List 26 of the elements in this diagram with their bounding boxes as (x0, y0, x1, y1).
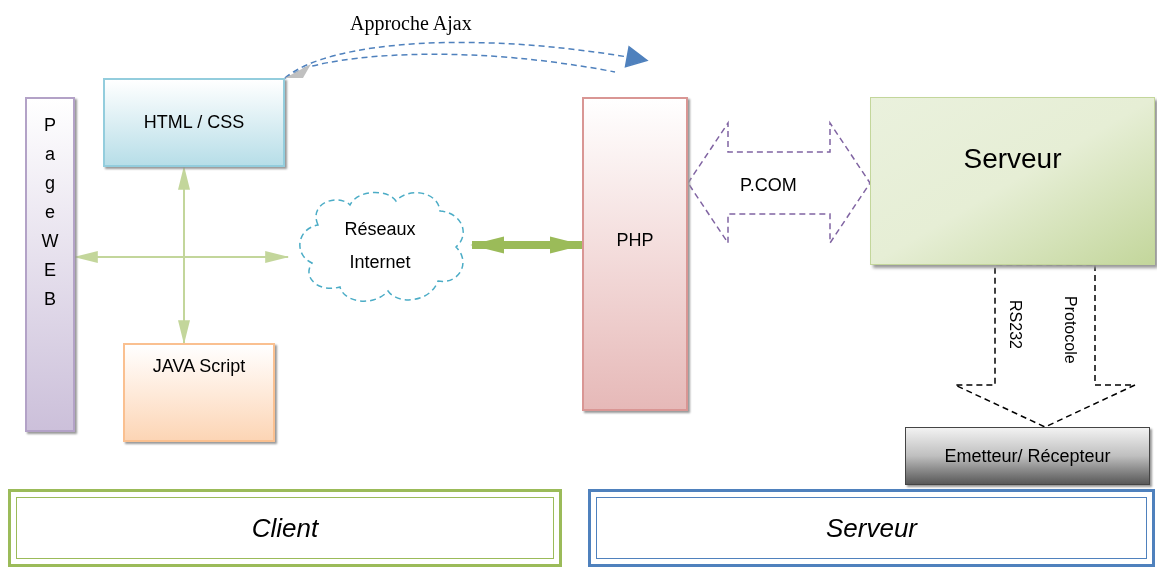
section-band (8, 489, 562, 567)
arrow (470, 236, 584, 254)
node-label: HTML / CSS (143, 111, 245, 134)
node-label: Client (251, 511, 319, 545)
arrow (178, 165, 190, 345)
edge-label: Approche Ajax (350, 11, 472, 37)
curved-arrow (284, 41, 648, 79)
node-label: Serveur (825, 511, 917, 545)
section-band (588, 489, 1155, 567)
node-label: Emetteur/ Récepteur (944, 444, 1111, 468)
node-label: Serveur (963, 142, 1062, 176)
node-label: Page WEB (41, 114, 59, 311)
server-box (870, 97, 1155, 265)
edge-label: RS232 (1006, 300, 1025, 349)
node-label: JAVA Script (152, 355, 246, 378)
node-label: Réseaux Internet (343, 218, 417, 274)
node-label: PHP (616, 229, 654, 252)
arrow-label: Protocole (1061, 296, 1080, 364)
block-arrow (687, 120, 871, 246)
device-box (905, 427, 1150, 485)
process-box (103, 78, 285, 167)
page-bar (25, 97, 75, 432)
process-box (123, 343, 275, 442)
block-arrow (954, 264, 1136, 428)
server-bar (582, 97, 688, 411)
edge-label: P.COM (740, 174, 797, 197)
